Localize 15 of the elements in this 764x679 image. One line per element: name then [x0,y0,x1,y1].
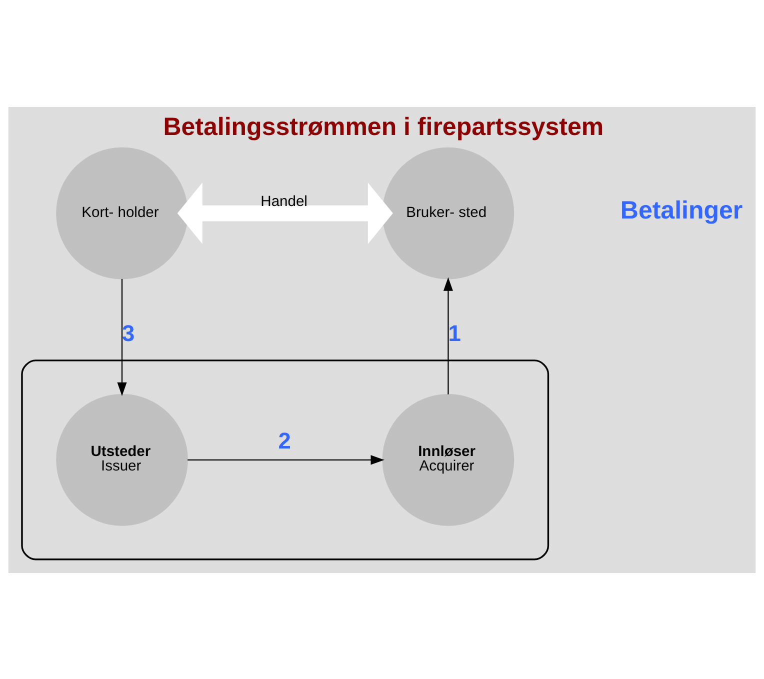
arrow [177,182,393,244]
arrow [443,276,453,394]
node-circle: Kort- holder [56,146,188,279]
edge-label: 1 [448,320,461,346]
edge-label: 2 [278,427,291,454]
label: Betalinger [620,196,743,224]
edge-label: Handel [260,193,308,210]
diagram-title: Betalingsstrømmen i firepartssystem [163,112,604,140]
cluster [21,359,550,560]
node-circle: Bruker- sted [382,146,514,279]
node-circle: Utsteder Issuer [56,393,188,526]
arrow [117,278,127,396]
edge-label: 3 [122,320,135,346]
node-circle: Innløser Acquirer [382,393,514,526]
arrow [188,454,384,464]
